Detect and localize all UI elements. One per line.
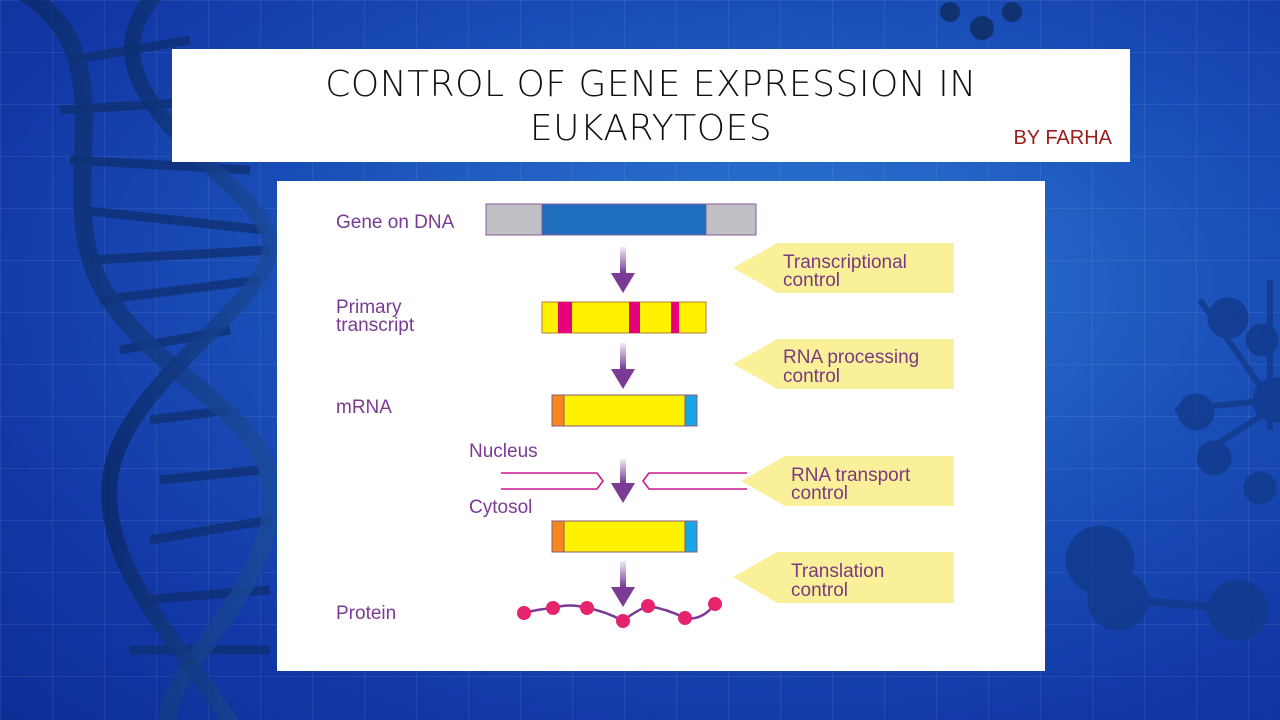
cytosol-mrna-tail	[684, 520, 698, 553]
arrow-3	[611, 459, 635, 503]
control-tag-line1: RNA transport	[791, 465, 911, 486]
amino-acid-bead	[616, 614, 630, 628]
amino-acid-bead	[678, 611, 692, 625]
nuclear-membrane	[501, 472, 747, 490]
label-primary-transcript-line2: transcript	[336, 315, 415, 336]
intron-1	[558, 302, 572, 333]
mrna-cap	[551, 394, 565, 427]
control-tag-line1: Transcriptional	[783, 252, 907, 273]
molecule-top	[940, 2, 1022, 40]
control-tag-line2: control	[791, 580, 848, 601]
intron-2	[629, 302, 640, 333]
cytosol-mrna-cap	[551, 520, 565, 553]
gene-dna-bar	[485, 203, 757, 236]
cytosol-mrna-coding	[563, 520, 686, 553]
control-tag-rna-processing: RNA processing control	[733, 339, 954, 389]
amino-acid-bead	[708, 597, 722, 611]
control-tag-line1: RNA processing	[783, 347, 919, 368]
label-gene-on-dna: Gene on DNA	[336, 212, 455, 233]
mrna-coding	[563, 394, 686, 427]
flow-arrows	[611, 247, 635, 607]
arrow-4	[611, 561, 635, 607]
gene-expression-diagram: Gene on DNA Primary transcript mRNA Nucl…	[277, 181, 1045, 671]
amino-acid-bead	[641, 599, 655, 613]
gene-coding-region	[541, 203, 707, 236]
author-credit: BY FARHA	[1013, 127, 1112, 149]
label-nucleus: Nucleus	[469, 441, 538, 462]
molecule-right	[1065, 280, 1280, 641]
mrna-cytosol-bar	[551, 520, 698, 553]
slide-title: CONTROL OF GENE EXPRESSION IN EUKARYTOES	[325, 64, 977, 149]
label-cytosol: Cytosol	[469, 497, 532, 518]
label-primary-transcript-line1: Primary	[336, 297, 402, 318]
gene-flank-left	[485, 203, 543, 236]
arrow-1	[611, 247, 635, 293]
membrane-left	[501, 472, 604, 490]
mrna-tail	[684, 394, 698, 427]
label-protein: Protein	[336, 603, 396, 624]
control-tag-translation: Translation control	[733, 552, 954, 603]
amino-acid-bead	[580, 601, 594, 615]
helix-strand-a	[18, 0, 282, 720]
label-mrna: mRNA	[336, 397, 392, 418]
protein-chain	[517, 597, 722, 628]
title-banner: CONTROL OF GENE EXPRESSION IN EUKARYTOES…	[172, 49, 1130, 162]
intron-3	[671, 302, 679, 333]
gene-flank-right	[705, 203, 757, 236]
control-tag-rna-transport: RNA transport control	[741, 456, 954, 506]
control-tag-transcriptional: Transcriptional control	[733, 243, 954, 293]
arrow-2	[611, 343, 635, 389]
amino-acid-bead	[546, 601, 560, 615]
membrane-right	[642, 472, 747, 490]
amino-acid-bead	[517, 606, 531, 620]
control-tag-line2: control	[791, 483, 848, 504]
primary-transcript-bar	[541, 301, 707, 334]
control-tag-line2: control	[783, 270, 840, 291]
control-tag-line2: control	[783, 366, 840, 387]
mrna-nuclear-bar	[551, 394, 698, 427]
diagram-canvas: Gene on DNA Primary transcript mRNA Nucl…	[336, 203, 954, 628]
control-tag-line1: Translation	[791, 561, 884, 582]
helix-strand-b	[101, 0, 279, 720]
